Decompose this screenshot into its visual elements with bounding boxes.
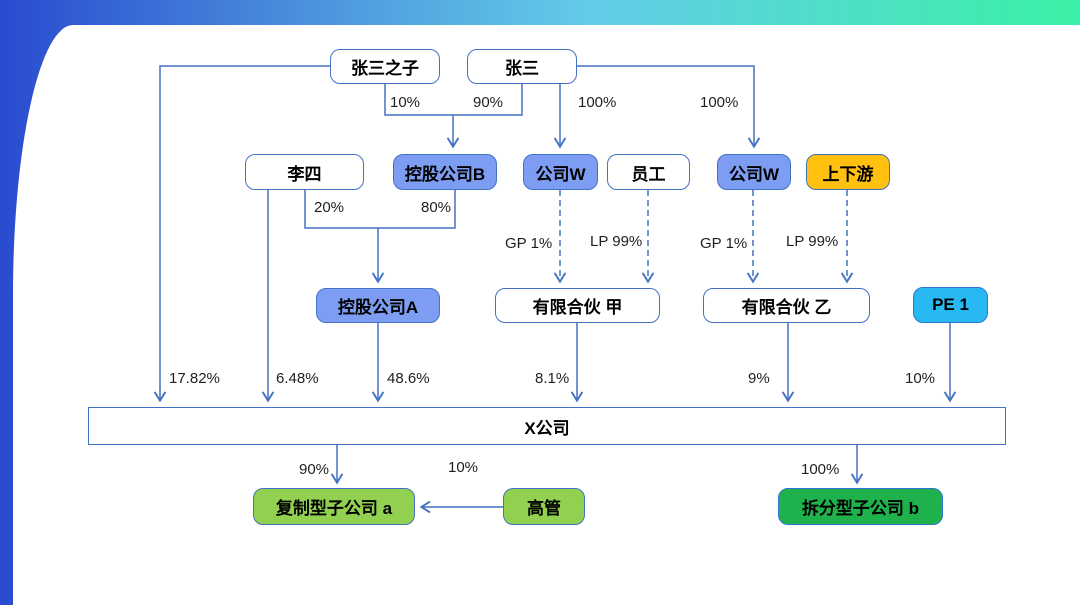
- edge-label-10pct-executives: 10%: [448, 459, 479, 476]
- node-company-w-1: 公司W: [523, 154, 598, 190]
- edge-label-90pct-zhangsan: 90%: [473, 94, 504, 111]
- edge-label-10pct-pe: 10%: [905, 370, 936, 387]
- node-li-si: 李四: [245, 154, 364, 190]
- edge-zhangsan-to-companyw2: [577, 65, 761, 149]
- edge-label-6-48pct: 6.48%: [276, 370, 319, 387]
- node-partnership-yi: 有限合伙 乙: [703, 288, 870, 323]
- edge-label-90pct-suba: 90%: [299, 461, 330, 478]
- node-up-downstream: 上下游: [806, 154, 890, 190]
- node-holding-company-a: 控股公司A: [316, 288, 440, 323]
- edge-label-lp99-yi: LP 99%: [786, 233, 839, 250]
- node-zhang-san-son: 张三之子: [330, 49, 440, 84]
- edge-label-9pct: 9%: [748, 370, 770, 387]
- node-zhang-san: 张三: [467, 49, 577, 84]
- connector-lines: [153, 65, 957, 514]
- edge-label-48-6pct: 48.6%: [387, 370, 430, 387]
- equity-structure-diagram: 张三之子 张三 李四 控股公司B 公司W 员工 公司W 上下游 控股公司A 有限…: [88, 49, 1006, 525]
- node-pe-1: PE 1: [913, 287, 988, 323]
- edge-label-20pct: 20%: [314, 199, 345, 216]
- node-employee: 员工: [607, 154, 690, 190]
- edge-label-gp1-yi: GP 1%: [700, 235, 748, 252]
- edge-zhangsanson-to-xcompany: [153, 65, 330, 403]
- edge-label-lp99-jia: LP 99%: [590, 233, 643, 250]
- edge-label-17-82pct: 17.82%: [169, 370, 220, 387]
- node-x-company: X公司: [88, 407, 1006, 445]
- node-company-w-2: 公司W: [717, 154, 791, 190]
- edge-label-100pct-w1: 100%: [578, 94, 617, 111]
- edge-label-80pct: 80%: [421, 199, 452, 216]
- node-partnership-jia: 有限合伙 甲: [495, 288, 660, 323]
- node-holding-company-b: 控股公司B: [393, 154, 497, 190]
- edge-bracket-mid: [304, 190, 456, 229]
- edge-label-8-1pct: 8.1%: [535, 370, 570, 387]
- edge-label-10pct-son: 10%: [390, 94, 421, 111]
- node-subsidiary-b: 拆分型子公司 b: [778, 488, 943, 525]
- edge-label-100pct-subb: 100%: [801, 461, 840, 478]
- edge-label-gp1-jia: GP 1%: [505, 235, 553, 252]
- edge-label-100pct-w2: 100%: [700, 94, 739, 111]
- node-executives: 高管: [503, 488, 585, 525]
- node-subsidiary-a: 复制型子公司 a: [253, 488, 415, 525]
